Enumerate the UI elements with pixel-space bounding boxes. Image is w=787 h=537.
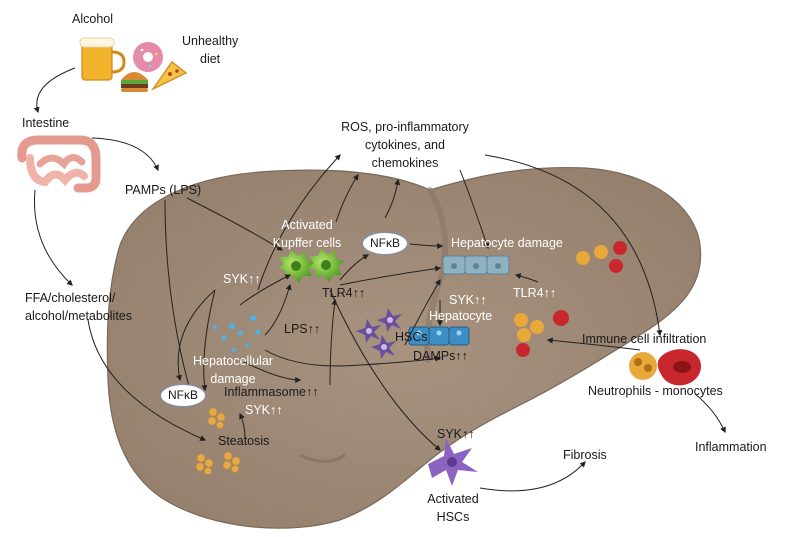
label-syk-hsc: SYK↑↑ (437, 427, 475, 441)
label-hscs: HSCs (395, 330, 428, 344)
beer-mug-icon (79, 37, 126, 81)
label-syk-right: SYK↑↑ (449, 293, 487, 307)
label-lps: LPS↑↑ (284, 322, 321, 336)
label-damps: DAMPs↑↑ (413, 349, 468, 363)
label-unhealthy-diet-line1: Unhealthy (182, 34, 239, 48)
label-hepatocyte: Hepatocyte (429, 309, 493, 323)
label-activated-kupffer-line2: Kupffer cells (272, 236, 342, 250)
label-ros-line1: ROS, pro-inflammatory (341, 120, 469, 134)
donut-icon (133, 42, 163, 72)
label-activated-hscs-line2: HSCs (436, 510, 470, 524)
kupffer-cells (278, 249, 344, 283)
hepatocyte-damage-cells (442, 255, 510, 275)
steatosis-droplets (195, 407, 241, 475)
nfkb-left-badge: NFκB (160, 384, 206, 407)
label-unhealthy-diet-line2: diet (200, 52, 221, 66)
burger-icon (121, 72, 148, 92)
monocyte-icon (657, 349, 702, 386)
label-syk-left: SYK↑↑ (223, 272, 261, 286)
neutrophil-icon (629, 352, 657, 380)
pizza-icon (150, 60, 188, 91)
hsc-cells (356, 308, 402, 359)
label-immune-infiltration: Immune cell infiltration (582, 332, 707, 346)
liver (106, 166, 702, 529)
label-ros-line2: cytokines, and (365, 138, 445, 152)
label-alcohol: Alcohol (72, 12, 113, 26)
label-hepatocyte-damage: Hepatocyte damage (451, 236, 563, 250)
label-ffa-line2: alcohol/metabolites (25, 309, 133, 323)
label-inflammation: Inflammation (695, 440, 767, 454)
label-intestine: Intestine (22, 116, 70, 130)
label-pamps: PAMPs (LPS) (125, 183, 202, 197)
activated-hsc-cell (428, 438, 478, 486)
damaged-hepatocyte-particles (213, 315, 261, 352)
intestine-icon (17, 135, 101, 193)
nfkb-top-badge: NFκB (362, 232, 408, 255)
arrows (33, 67, 726, 492)
label-tlr4-center: TLR4↑↑ (322, 286, 366, 300)
label-ffa-line1: FFA/cholesterol/ (25, 291, 116, 305)
label-hepatocellular-line2: damage (210, 372, 256, 386)
hepatocyte-cells (408, 326, 470, 346)
label-hepatocellular-line1: Hepatocellular (193, 354, 273, 368)
label-neutrophils-monocytes: Neutrophils - monocytes (588, 384, 723, 398)
label-inflammasome: Inflammasome↑↑ (224, 385, 319, 399)
immune-cells-in-liver (514, 241, 627, 357)
label-activated-kupffer-line1: Activated (281, 218, 333, 232)
label-tlr4-right: TLR4↑↑ (513, 286, 557, 300)
label-ros-line3: chemokines (371, 156, 439, 170)
label-fibrosis: Fibrosis (563, 448, 607, 462)
label-steatosis: Steatosis (218, 434, 270, 448)
label-activated-hscs-line1: Activated (427, 492, 479, 506)
label-syk-inflammasome: SYK↑↑ (245, 403, 283, 417)
